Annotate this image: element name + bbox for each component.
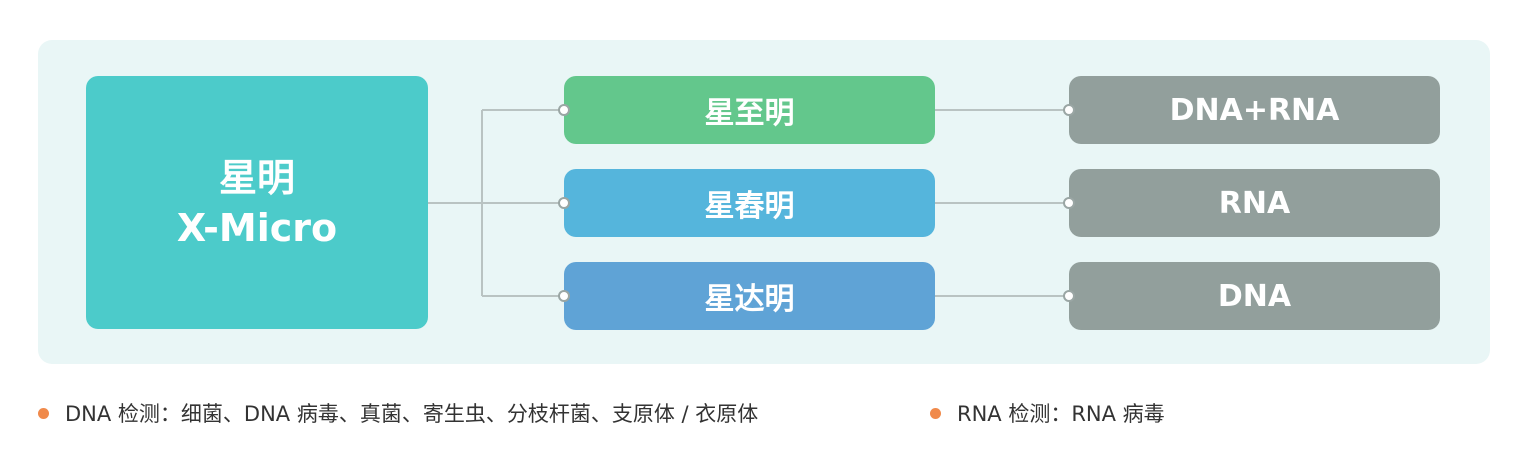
product-node-1: 星至明	[564, 76, 935, 144]
root-node-title: 星明	[218, 155, 295, 200]
root-node: 星明 X-Micro	[86, 76, 428, 329]
target-node-3-label: DNA	[1217, 278, 1292, 314]
product-node-1-label: 星至明	[704, 96, 795, 131]
legend-bullet-icon	[930, 407, 941, 419]
product-node-3-label: 星达明	[704, 282, 795, 317]
product-node-3: 星达明	[564, 262, 935, 330]
legend-item-dna: DNA 检测：细菌、DNA 病毒、真菌、寄生虫、分枝杆菌、支原体 / 衣原体	[38, 398, 758, 428]
target-node-2-label: RNA	[1218, 185, 1291, 221]
root-node-subtitle: X-Micro	[176, 205, 338, 250]
legend-item-rna-text: RNA 检测：RNA 病毒	[957, 402, 1165, 426]
target-node-2: RNA	[1069, 169, 1440, 237]
legend-bullet-icon	[38, 407, 49, 419]
product-node-2: 星舂明	[564, 169, 935, 237]
product-node-2-label: 星舂明	[704, 189, 795, 224]
target-node-3: DNA	[1069, 262, 1440, 330]
target-node-1: DNA+RNA	[1069, 76, 1440, 144]
legend-item-rna: RNA 检测：RNA 病毒	[930, 398, 1165, 428]
legend-item-dna-text: DNA 检测：细菌、DNA 病毒、真菌、寄生虫、分枝杆菌、支原体 / 衣原体	[65, 402, 759, 426]
target-node-1-label: DNA+RNA	[1169, 92, 1340, 128]
